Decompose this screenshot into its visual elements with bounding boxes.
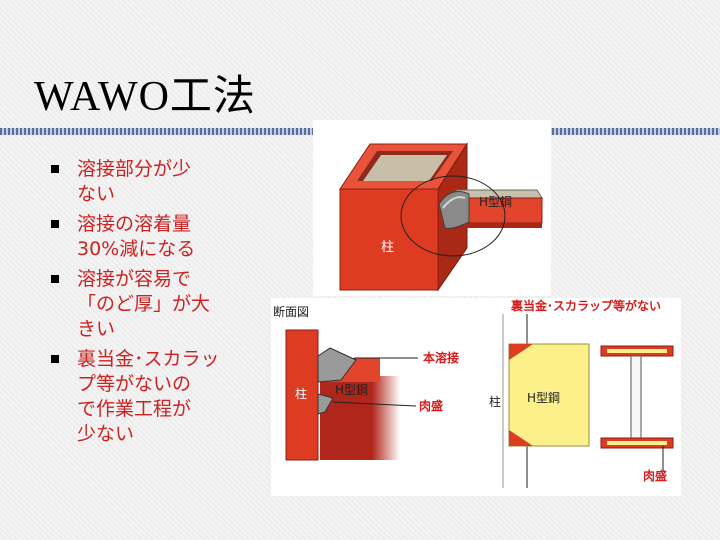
column-label: 柱 xyxy=(381,240,394,255)
weld-label: 本溶接 xyxy=(423,350,459,365)
bullet-text: 溶接が容易で 「のど厚」が大 きい xyxy=(77,268,211,340)
right-beam-label: H型鋼 xyxy=(527,391,560,405)
right-fillet-label: 肉盛 xyxy=(643,468,667,483)
bullet-item: 裏当金･スカラッ プ等がないの で作業工程が 少ない xyxy=(48,347,268,447)
bullet-item: 溶接の溶着量 30%減になる xyxy=(48,212,268,262)
bullet-text: 溶接部分が少 ない xyxy=(77,158,192,205)
bullet-list: 溶接部分が少 ない 溶接の溶着量 30%減になる 溶接が容易で 「のど厚」が大 … xyxy=(48,157,268,452)
cross-section-diagram: 断面図 柱 H型鋼 本溶接 肉盛 裏当金･スカラップ等がない 柱 H型鋼 肉盛 xyxy=(271,298,681,496)
bullet-text: 溶接の溶着量 30%減になる xyxy=(77,213,196,260)
bullet-square-icon xyxy=(51,165,59,173)
no-backing-label: 裏当金･スカラップ等がない xyxy=(510,298,661,313)
section-beam-label: H型鋼 xyxy=(335,383,368,397)
right-column-label: 柱 xyxy=(489,394,501,409)
cross-section-svg: 断面図 柱 H型鋼 本溶接 肉盛 裏当金･スカラップ等がない 柱 H型鋼 肉盛 xyxy=(273,298,674,488)
bullet-item: 溶接部分が少 ない xyxy=(48,157,268,207)
bullet-square-icon xyxy=(51,220,59,228)
section-fillet-label: 肉盛 xyxy=(419,398,443,413)
column-3d-diagram: 柱 H型鋼 xyxy=(313,120,551,296)
section-title: 断面図 xyxy=(273,304,309,319)
bullet-square-icon xyxy=(51,275,59,283)
bullet-item: 溶接が容易で 「のど厚」が大 きい xyxy=(48,267,268,342)
bullet-square-icon xyxy=(51,355,59,363)
column-3d-svg: 柱 H型鋼 xyxy=(339,142,543,292)
slide-title: WAWO工法 xyxy=(34,74,256,120)
section-column-label: 柱 xyxy=(295,386,307,401)
beam-label: H型鋼 xyxy=(479,195,512,209)
bullet-text: 裏当金･スカラッ プ等がないの で作業工程が 少ない xyxy=(77,348,220,445)
